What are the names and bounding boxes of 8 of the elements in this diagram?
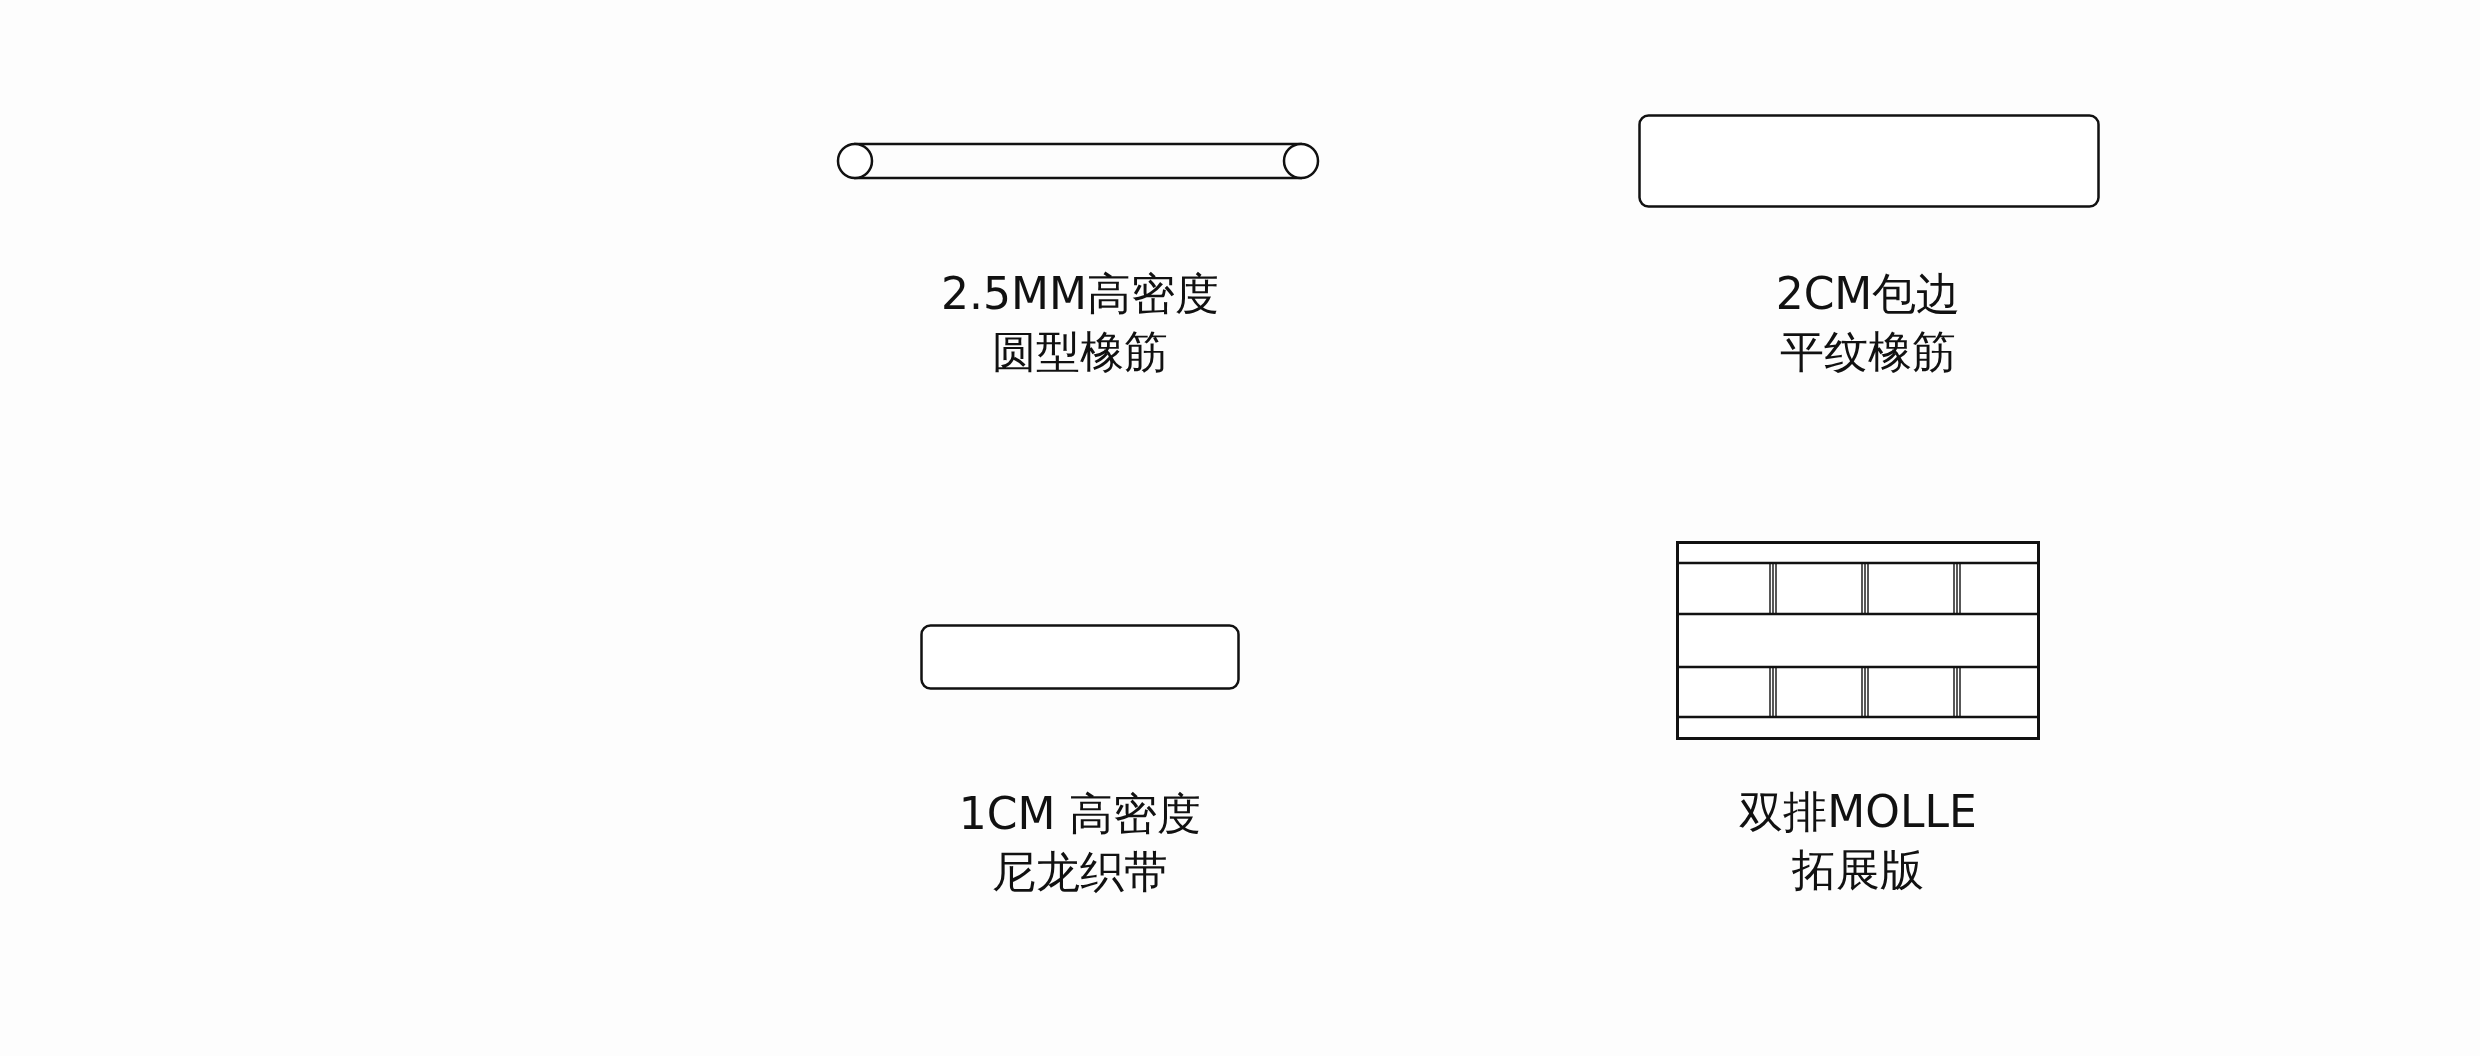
item-label: 1CM 高密度 [958, 792, 1202, 836]
item-label: 平纹橡筋 [1780, 330, 1956, 374]
item-label: 圆型橡筋 [992, 330, 1168, 374]
item-label: 2CM包边 [1775, 272, 1961, 316]
item-label: 尼龙织带 [992, 850, 1168, 894]
item-label: 2.5MM高密度 [941, 272, 1219, 316]
item-label: 拓展版 [1792, 848, 1924, 892]
item-label: 双排MOLLE [1739, 790, 1977, 834]
